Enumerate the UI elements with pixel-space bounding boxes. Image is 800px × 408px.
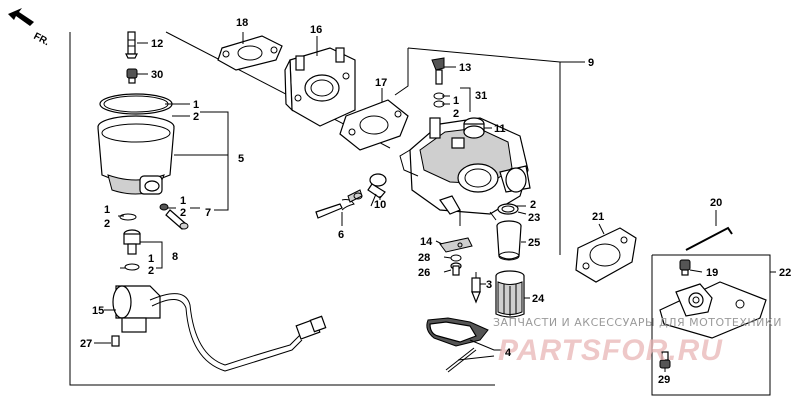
callout-15: 15 <box>92 305 104 317</box>
callout-numbers: 12 30 1 2 5 1 2 7 1 2 8 1 2 15 27 18 16 … <box>80 17 791 386</box>
watermark-caption: ЗАПЧАСТИ И АКСЕССУАРЫ ДЛЯ МОТОТЕХНИКИ <box>493 316 782 329</box>
pilot-jet-part <box>125 31 138 59</box>
callout-24: 24 <box>532 293 545 305</box>
bracket-14-part <box>439 237 473 253</box>
callout-19: 19 <box>706 267 718 279</box>
callout-28: 28 <box>418 252 430 264</box>
callout-2e: 2 <box>453 108 459 120</box>
group-boundaries <box>69 31 771 396</box>
callout-8: 8 <box>172 251 178 263</box>
callout-9: 9 <box>588 57 594 69</box>
callout-26: 26 <box>418 267 430 279</box>
callout-16: 16 <box>310 24 322 36</box>
callout-2d: 2 <box>148 265 154 277</box>
float-arm-part <box>426 317 489 373</box>
callout-1b: 1 <box>180 195 186 207</box>
callout-13: 13 <box>459 62 471 74</box>
bolt-29-part <box>659 351 671 369</box>
float-24-part <box>495 270 525 318</box>
choke-lever-part <box>431 57 445 108</box>
callout-2c: 2 <box>104 218 110 230</box>
o-ring-23-part <box>497 203 519 215</box>
callout-14: 14 <box>420 236 433 248</box>
washer-28-part <box>450 254 462 262</box>
rod-20-part <box>685 226 733 251</box>
svg-text:FR.: FR. <box>32 31 52 48</box>
callout-22: 22 <box>779 267 791 279</box>
callout-12: 12 <box>151 38 163 50</box>
callout-29: 29 <box>658 374 670 386</box>
fuel-cut-solenoid-part <box>111 285 327 372</box>
callout-2f: 2 <box>530 199 536 211</box>
callout-31: 31 <box>475 90 487 102</box>
gasket-17-part <box>339 99 409 151</box>
callout-23: 23 <box>528 212 540 224</box>
drain-bolt-part <box>123 229 141 271</box>
callout-7: 7 <box>205 207 211 219</box>
callout-25: 25 <box>528 237 540 249</box>
lever-set-22-part <box>659 281 767 339</box>
callout-1a: 1 <box>193 99 199 111</box>
callout-27: 27 <box>80 338 92 350</box>
insulator-16-part <box>284 47 356 127</box>
watermark-brand: PARTSFOR.RU <box>498 334 723 367</box>
emulsion-tube-part <box>496 220 522 261</box>
callout-6: 6 <box>338 229 344 241</box>
callout-1d: 1 <box>148 253 154 265</box>
gasket-18-part <box>217 35 283 71</box>
watermark: PARTSFOR.RU ЗАПЧАСТИ И АКСЕССУАРЫ ДЛЯ МО… <box>493 316 782 367</box>
float-valve-part <box>471 272 481 304</box>
main-jet-part <box>126 68 138 84</box>
callout-20: 20 <box>710 197 722 209</box>
callout-21: 21 <box>592 211 604 223</box>
callout-4: 4 <box>505 347 512 359</box>
front-direction-arrow: FR. <box>8 8 51 48</box>
screw-26-part <box>450 262 462 276</box>
callout-18: 18 <box>236 17 248 29</box>
callout-2a: 2 <box>193 111 199 123</box>
leader-lines <box>94 32 776 372</box>
pilot-screw-part <box>315 189 363 219</box>
callout-3: 3 <box>486 279 492 291</box>
callout-1e: 1 <box>453 95 459 107</box>
callout-30: 30 <box>151 69 163 81</box>
gasket-21-part <box>575 227 637 283</box>
callout-17: 17 <box>375 77 387 89</box>
callout-10: 10 <box>374 199 386 211</box>
cap-11-part <box>463 117 485 139</box>
drain-screw-part <box>119 203 189 230</box>
callout-5: 5 <box>238 153 244 165</box>
carburetor-body-part <box>399 117 531 226</box>
float-chamber-part <box>97 93 175 195</box>
callout-11: 11 <box>494 123 506 135</box>
callout-2b: 2 <box>180 207 186 219</box>
callout-1c: 1 <box>104 204 110 216</box>
clip-19-part <box>679 259 691 276</box>
